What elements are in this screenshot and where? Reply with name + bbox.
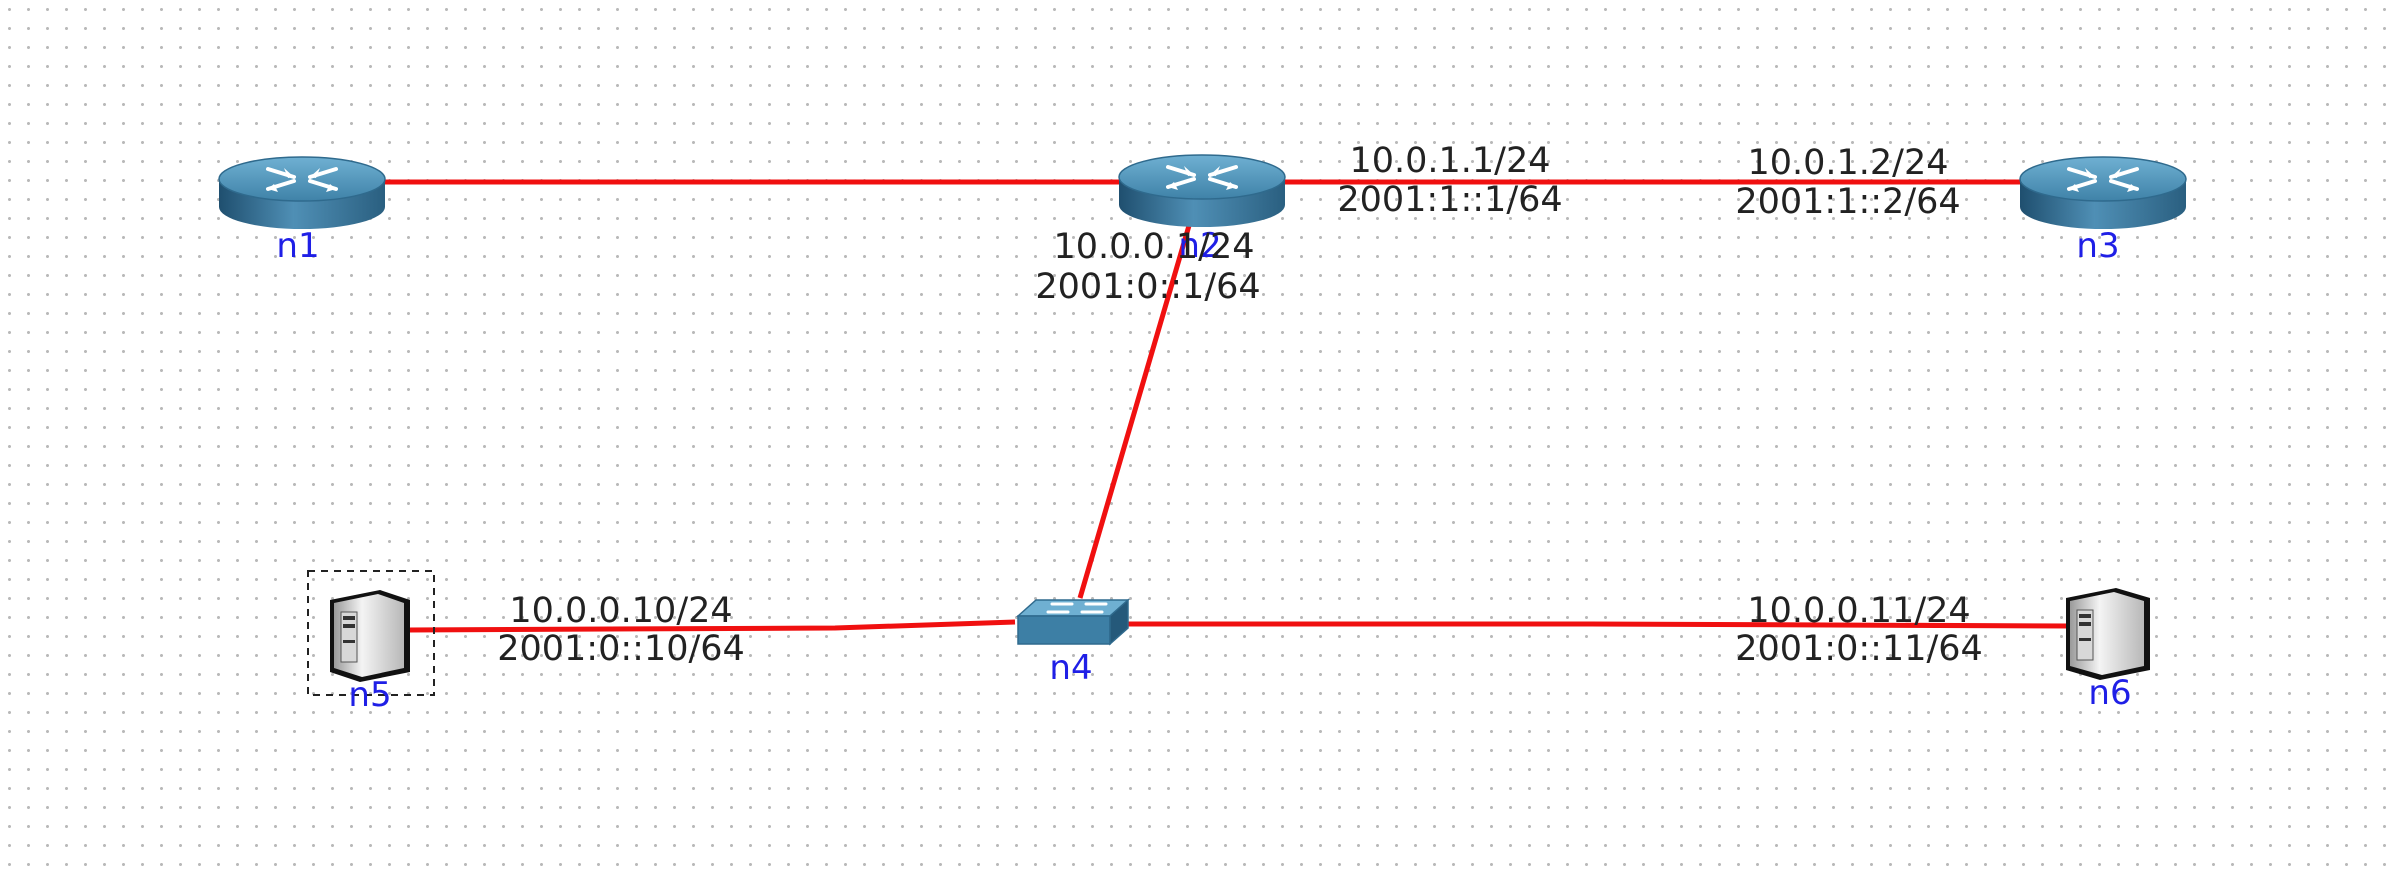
n6-eth-ipv4-label: 10.0.0.11/24 [1747, 591, 1970, 631]
n5-eth-ipv6-label: 2001:0::10/64 [497, 629, 745, 669]
node-n2-label: n2 [1178, 226, 1221, 266]
n3-eth-ipv6-label: 2001:1::2/64 [1735, 182, 1960, 222]
n2-n4-ipv6-label: 2001:0::1/64 [1035, 267, 1260, 307]
node-n2[interactable]: n2 [1117, 153, 1287, 266]
node-n5-label: n5 [348, 675, 391, 715]
link-n4-n6[interactable] [1118, 621, 2071, 629]
n2-eth-ipv6-label: 2001:1::1/64 [1337, 180, 1562, 220]
selection-box [307, 570, 435, 696]
node-n3-label: n3 [2076, 226, 2119, 266]
node-n3[interactable]: n3 [2018, 155, 2188, 266]
interface-labels: 10.0.1.1/24 2001:1::1/64 10.0.1.2/24 200… [497, 141, 1983, 669]
node-n5[interactable]: n5 [307, 570, 435, 715]
node-n6[interactable]: n6 [2066, 588, 2150, 713]
n2-eth-ipv4-label: 10.0.1.1/24 [1349, 141, 1550, 181]
server-icon [330, 590, 410, 682]
router-icon [1117, 153, 1287, 229]
switch-icon [1016, 598, 1130, 646]
node-n1-label: n1 [276, 226, 319, 266]
n6-eth-ipv6-label: 2001:0::11/64 [1735, 629, 1983, 669]
n5-eth-ipv4-label: 10.0.0.10/24 [509, 591, 732, 631]
link-n2-n4[interactable] [1077, 211, 1196, 599]
server-icon [2066, 588, 2150, 680]
router-icon [2018, 155, 2188, 231]
node-n4[interactable]: n4 [1016, 598, 1130, 688]
node-n1[interactable]: n1 [217, 155, 387, 266]
link-n5-n4[interactable] [407, 619, 1016, 633]
node-n6-label: n6 [2088, 673, 2131, 713]
router-icon [217, 155, 387, 231]
node-n4-label: n4 [1049, 648, 1092, 688]
n2-n4-ipv4-label: 10.0.0.1/24 [1053, 227, 1254, 267]
n3-eth-ipv4-label: 10.0.1.2/24 [1747, 143, 1948, 183]
links [380, 179, 2071, 633]
